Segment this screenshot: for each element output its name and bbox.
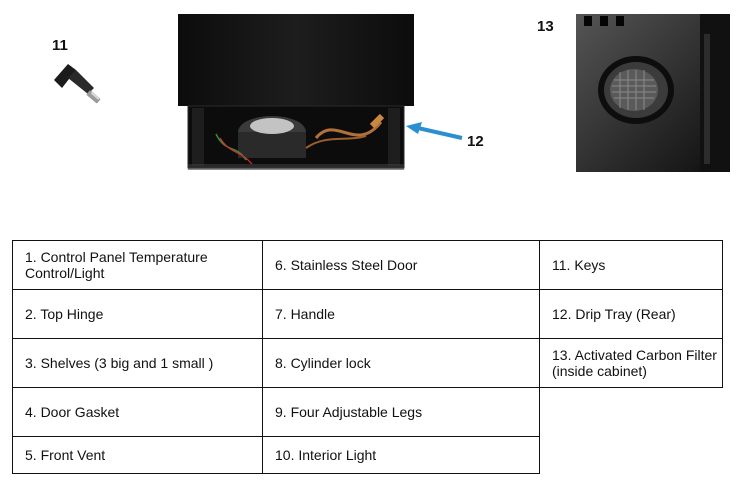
table-cell: 5. Front Vent — [12, 436, 263, 474]
table-cell: 2. Top Hinge — [12, 289, 263, 339]
table-cell: 9. Four Adjustable Legs — [262, 387, 540, 437]
table-cell: 3. Shelves (3 big and 1 small ) — [12, 338, 263, 388]
table-cell: 8. Cylinder lock — [262, 338, 540, 388]
callout-12-label: 12 — [467, 133, 484, 150]
table-cell: 1. Control Panel Temperature Control/Lig… — [12, 240, 263, 290]
table-cell: 10. Interior Light — [262, 436, 540, 474]
cabinet-rear-image — [176, 14, 416, 172]
table-row: 4. Door Gasket 9. Four Adjustable Legs — [12, 387, 723, 437]
table-cell: 13. Activated Carbon Filter (inside cabi… — [539, 338, 723, 388]
table-cell: 4. Door Gasket — [12, 387, 263, 437]
arrow-icon — [406, 122, 463, 140]
table-row: 2. Top Hinge 7. Handle 12. Drip Tray (Re… — [12, 289, 723, 339]
table-cell: 6. Stainless Steel Door — [262, 240, 540, 290]
empty-cell — [539, 387, 723, 437]
table-row: 1. Control Panel Temperature Control/Lig… — [12, 240, 723, 290]
key-image — [46, 58, 110, 104]
carbon-filter-image — [576, 14, 730, 172]
table-row: 5. Front Vent 10. Interior Light — [12, 436, 723, 474]
table-cell: 7. Handle — [262, 289, 540, 339]
table-cell: 11. Keys — [539, 240, 723, 290]
callout-13-label: 13 — [537, 18, 554, 35]
parts-table: 1. Control Panel Temperature Control/Lig… — [12, 240, 723, 474]
table-row: 3. Shelves (3 big and 1 small ) 8. Cylin… — [12, 338, 723, 388]
empty-cell — [539, 436, 723, 474]
callout-11-label: 11 — [52, 37, 68, 54]
key-icon — [54, 64, 101, 104]
table-cell: 12. Drip Tray (Rear) — [539, 289, 723, 339]
